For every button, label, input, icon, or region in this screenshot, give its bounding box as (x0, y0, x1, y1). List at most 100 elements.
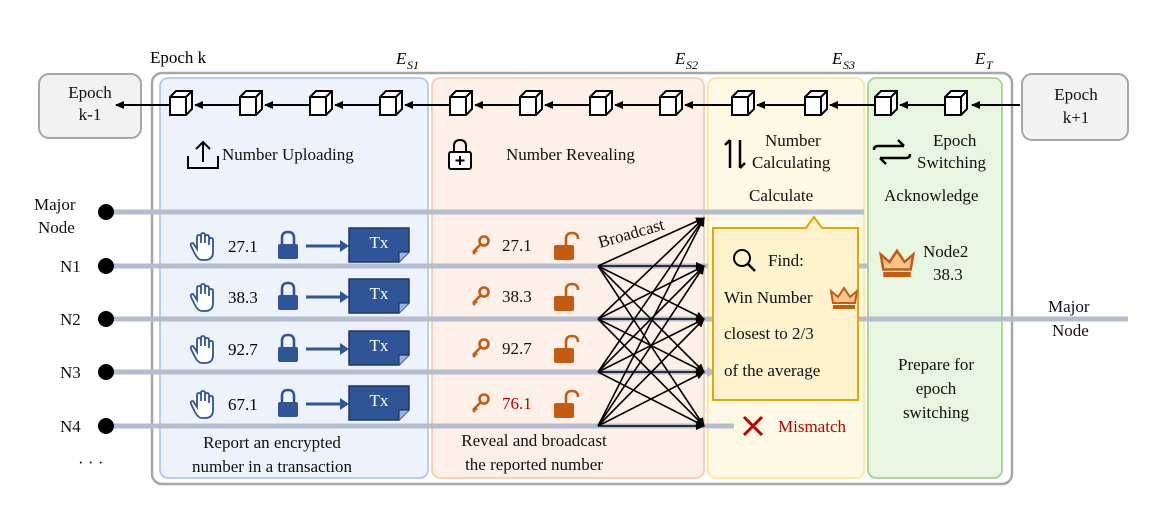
svg-text:S1: S1 (407, 58, 419, 72)
upload-phase-panel (159, 77, 429, 479)
reveal-caption-1: Reveal and broadcast (461, 431, 607, 450)
stage-mark-es2: E S2 (674, 49, 698, 72)
more-nodes-ellipsis: · · · (78, 453, 103, 472)
block-cube-icon (804, 90, 828, 116)
reveal-phase-title: Number Revealing (506, 145, 635, 164)
broadcast-arrow (597, 217, 705, 373)
revealed-value: 27.1 (502, 236, 532, 255)
reveal-caption-2: the reported number (465, 455, 603, 474)
find-label: Find: (768, 251, 804, 270)
broadcast-arrow (597, 217, 705, 320)
n1-dot (98, 258, 114, 274)
calc-phase-title-2: Calculating (752, 153, 831, 172)
uploaded-value: 38.3 (228, 288, 258, 307)
n1-label: N1 (60, 257, 81, 276)
broadcast-arrow (597, 318, 705, 427)
calculate-label: Calculate (749, 186, 813, 205)
svg-text:E: E (674, 49, 686, 68)
reveal-row: 76.1 (471, 389, 580, 420)
svg-text:S3: S3 (843, 58, 855, 72)
revealed-value: 76.1 (502, 394, 532, 413)
block-cube-icon (379, 90, 403, 116)
uploaded-value: 27.1 (228, 237, 258, 256)
n3-label: N3 (60, 363, 81, 382)
n4-dot (98, 418, 114, 434)
broadcast-arrow (597, 265, 705, 320)
output-major-node-label-1: Major (1048, 297, 1090, 316)
tx-label: Tx (370, 336, 389, 355)
prev-epoch-label-1: Epoch (68, 83, 112, 102)
reveal-rows: 27.1 38.3 92.7 76.1 (471, 231, 580, 420)
prev-epoch-label-2: k-1 (79, 105, 102, 124)
upload-row: 27.1 Tx (189, 227, 410, 263)
broadcast-lines (597, 217, 705, 430)
block-cube-icon (169, 90, 193, 116)
broadcast-arrow (597, 265, 705, 427)
upload-caption-1: Report an encrypted (203, 433, 341, 452)
block-cube-icon (731, 90, 755, 116)
block-cube-icon (874, 90, 898, 116)
tx-label: Tx (370, 233, 389, 252)
broadcast-arrow (597, 217, 705, 267)
switch-phase-panel (867, 77, 1003, 479)
block-cube-icon (309, 90, 333, 116)
upload-row: 38.3 Tx (189, 278, 410, 314)
n2-dot (98, 311, 114, 327)
block-cube-icon (239, 90, 263, 116)
switch-phase-title-1: Epoch (933, 131, 977, 150)
reveal-row: 92.7 (471, 334, 580, 365)
acknowledge-label: Acknowledge (884, 186, 978, 205)
svg-text:T: T (986, 58, 994, 72)
uploaded-value: 67.1 (228, 395, 258, 414)
block-cube-icon (659, 90, 683, 116)
svg-text:S2: S2 (686, 58, 698, 72)
n4-label: N4 (60, 417, 81, 436)
broadcast-arrow (597, 217, 705, 427)
stage-mark-es3: E S3 (831, 49, 855, 72)
unlock-plus-icon (448, 138, 472, 170)
reveal-row: 38.3 (471, 282, 580, 313)
revealed-value: 38.3 (502, 287, 532, 306)
output-major-node-label-2: Node (1052, 321, 1089, 340)
prepare-line-3: switching (903, 403, 970, 422)
upload-icon (187, 140, 219, 169)
calc-phase-title-1: Number (765, 131, 821, 150)
block-cube-icon (944, 90, 968, 116)
mismatch-label: Mismatch (778, 417, 846, 436)
block-chain (115, 90, 1020, 116)
major-node-label-1: Major (34, 195, 76, 214)
n2-label: N2 (60, 310, 81, 329)
next-epoch-box (1021, 73, 1129, 141)
mismatch-x-icon (742, 415, 764, 437)
average-label: of the average (724, 361, 820, 380)
reveal-row: 27.1 (471, 231, 580, 262)
stage-mark-et: E T (974, 49, 994, 72)
broadcast-arrow (597, 371, 705, 427)
reveal-phase-panel (431, 77, 705, 479)
major-node-dot (98, 204, 114, 220)
upload-phase-title: Number Uploading (222, 145, 354, 164)
upload-caption-2: number in a transaction (192, 457, 353, 476)
tx-label: Tx (370, 391, 389, 410)
block-cube-icon (519, 90, 543, 116)
node-dots (98, 204, 114, 434)
next-epoch-label-1: Epoch (1054, 85, 1098, 104)
magnifier-icon (733, 249, 756, 272)
prepare-line-2: epoch (916, 379, 957, 398)
upload-row: 67.1 Tx (189, 385, 410, 421)
major-node-label-2: Node (38, 218, 75, 237)
prepare-line-1: Prepare for (898, 355, 974, 374)
next-epoch-label-2: k+1 (1063, 108, 1090, 127)
uploaded-value: 92.7 (228, 340, 258, 359)
stage-mark-es1: E S1 (395, 49, 419, 72)
win-number-label: Win Number (724, 288, 813, 307)
switch-icon (872, 139, 912, 165)
revealed-value: 92.7 (502, 339, 532, 358)
sort-arrows-icon (724, 139, 746, 169)
broadcast-arrow (597, 265, 705, 373)
winner-node-label: Node2 (923, 242, 968, 261)
block-cube-icon (589, 90, 613, 116)
tx-label: Tx (370, 284, 389, 303)
